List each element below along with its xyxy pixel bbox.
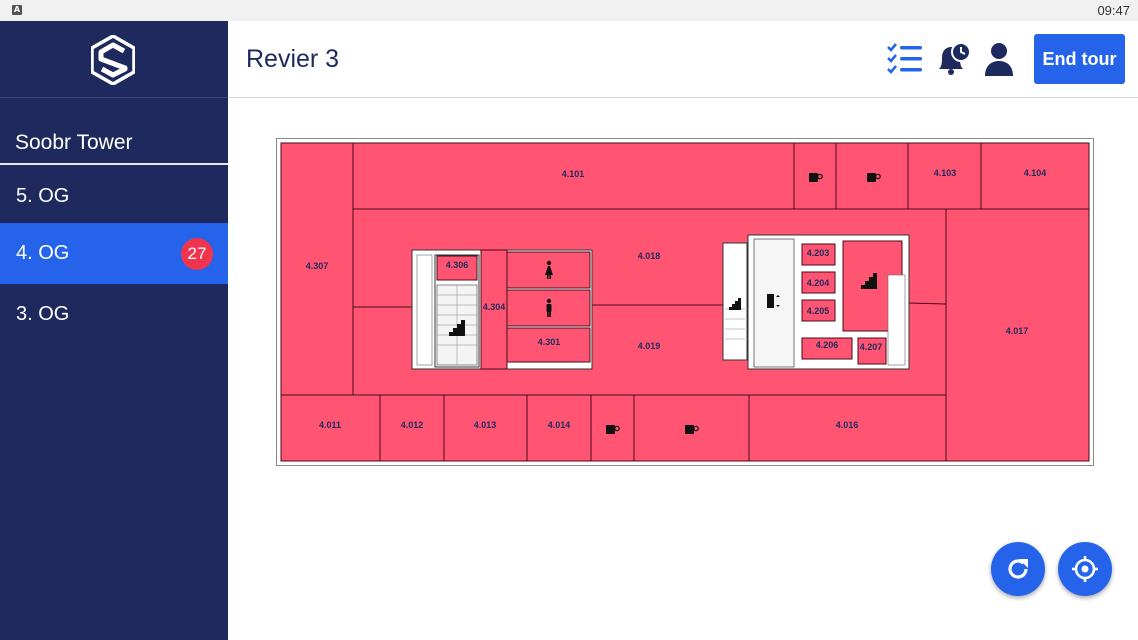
room-4.301[interactable] bbox=[506, 327, 591, 363]
wc-male-icon bbox=[546, 298, 552, 317]
room-label: 4.306 bbox=[446, 260, 469, 270]
room-4.204[interactable] bbox=[801, 271, 836, 294]
room-4.016[interactable] bbox=[748, 394, 947, 462]
room-4.104[interactable] bbox=[980, 142, 1090, 210]
room-label: 4.307 bbox=[306, 261, 329, 271]
room-label: 4.205 bbox=[807, 306, 830, 316]
floor-label: 5. OG bbox=[16, 185, 70, 207]
room-label: 4.014 bbox=[548, 420, 571, 430]
end-tour-button[interactable]: End tour bbox=[1034, 34, 1125, 84]
refresh-button[interactable] bbox=[991, 542, 1045, 596]
room-label: 4.101 bbox=[562, 169, 585, 179]
page-title: Revier 3 bbox=[246, 45, 340, 73]
floor-item-3-og[interactable]: 3. OG bbox=[0, 284, 228, 345]
room-pantry-top[interactable] bbox=[793, 142, 837, 210]
room-4.013[interactable] bbox=[443, 394, 528, 462]
room-label: 4.203 bbox=[807, 248, 830, 258]
room-4.304[interactable] bbox=[480, 249, 508, 370]
coffee-icon bbox=[685, 425, 699, 434]
header: Revier 3 End tour bbox=[228, 21, 1138, 98]
status-bar: A 09:47 bbox=[0, 0, 1138, 21]
room-4.307[interactable] bbox=[280, 142, 354, 396]
room-label: 4.019 bbox=[638, 341, 661, 351]
coffee-icon bbox=[867, 173, 881, 182]
room-4.205[interactable] bbox=[801, 299, 836, 322]
checklist-icon[interactable] bbox=[885, 41, 923, 79]
floor-item-5-og[interactable]: 5. OG bbox=[0, 166, 228, 227]
room-label: 4.012 bbox=[401, 420, 424, 430]
room-label: 4.301 bbox=[538, 337, 561, 347]
room-label: 4.018 bbox=[638, 251, 661, 261]
floor-label: 4. OG bbox=[16, 242, 70, 264]
user-icon[interactable] bbox=[980, 41, 1018, 79]
room-4.017[interactable] bbox=[945, 208, 1090, 462]
floor-item-4-og[interactable]: 4. OG 27 bbox=[0, 223, 228, 284]
room-4.306[interactable] bbox=[436, 255, 478, 281]
room-label: 4.017 bbox=[1006, 326, 1029, 336]
room-label: 4.204 bbox=[807, 278, 830, 288]
room-4.207[interactable] bbox=[857, 337, 887, 365]
stairs-icon bbox=[729, 298, 741, 310]
building-name: Soobr Tower bbox=[0, 119, 228, 165]
floor-label: 3. OG bbox=[16, 303, 70, 325]
room-4.203[interactable] bbox=[801, 243, 836, 266]
stairs-icon bbox=[861, 273, 877, 289]
sidebar: Soobr Tower 5. OG 4. OG 27 3. OG bbox=[0, 21, 228, 640]
room-4.014[interactable] bbox=[526, 394, 592, 462]
wc-female-icon bbox=[545, 260, 553, 279]
room-label: 4.011 bbox=[319, 420, 341, 430]
soobr-logo-icon bbox=[91, 35, 135, 85]
refresh-icon bbox=[1008, 559, 1028, 579]
bell-clock-icon[interactable] bbox=[935, 41, 973, 79]
status-time: 09:47 bbox=[1097, 3, 1130, 18]
coffee-icon bbox=[606, 425, 620, 434]
room-label: 4.013 bbox=[474, 420, 497, 430]
coffee-icon bbox=[809, 173, 823, 182]
room-label: 4.016 bbox=[836, 420, 859, 430]
locate-button[interactable] bbox=[1058, 542, 1112, 596]
room-4.103[interactable] bbox=[907, 142, 982, 210]
room-4.012[interactable] bbox=[379, 394, 445, 462]
room-label: 4.206 bbox=[816, 340, 839, 350]
room-wc-m[interactable] bbox=[506, 289, 591, 327]
status-indicator-icon: A bbox=[12, 5, 22, 15]
locate-icon bbox=[1072, 556, 1098, 582]
logo-area bbox=[0, 21, 228, 98]
room-label: 4.207 bbox=[860, 342, 883, 352]
room-4.011[interactable] bbox=[280, 394, 381, 462]
task-count-badge: 27 bbox=[181, 238, 213, 270]
floor-plan[interactable]: 4.101 4.103 4.104 4.307 4.306 4.304 4.30… bbox=[276, 138, 1094, 466]
elevator-icon bbox=[767, 294, 774, 308]
floor-plan-svg: 4.101 4.103 4.104 4.307 4.306 4.304 4.30… bbox=[280, 142, 1090, 462]
room-4.206[interactable] bbox=[801, 337, 853, 360]
room-label: 4.104 bbox=[1024, 168, 1047, 178]
room-label: 4.304 bbox=[483, 302, 506, 312]
stairs-icon bbox=[449, 320, 465, 336]
room-label: 4.103 bbox=[934, 168, 957, 178]
building-label: Soobr Tower bbox=[15, 131, 133, 154]
